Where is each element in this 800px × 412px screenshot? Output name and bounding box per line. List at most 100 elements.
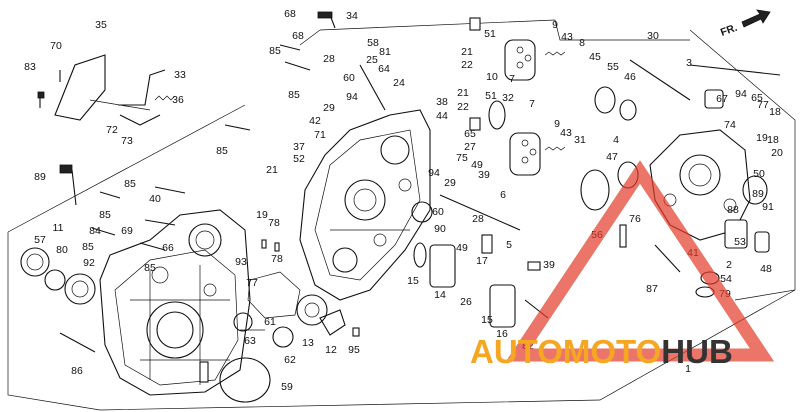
part-number-label: 72	[106, 124, 118, 136]
part-number-label: 93	[235, 256, 247, 268]
gaskets	[240, 271, 346, 336]
watermark-logo: AUTOMOTOHUB	[470, 160, 775, 370]
part-number-label: 22	[461, 59, 473, 71]
arrow-right-icon	[741, 9, 771, 28]
part-number-label: 7	[509, 73, 515, 85]
part-number-label: 55	[607, 61, 619, 73]
part-number-label: 16	[496, 328, 508, 340]
part-number-label: 29	[444, 177, 456, 189]
part-number-label: 77	[757, 99, 769, 111]
part-number-label: 12	[325, 344, 337, 356]
part-number-label: 60	[343, 72, 355, 84]
part-number-label: 34	[346, 10, 358, 22]
part-number-label: 43	[561, 31, 573, 43]
left-case-cover	[99, 209, 251, 396]
part-number-label: 44	[436, 110, 448, 122]
part-number-label: 78	[271, 253, 283, 265]
part-number-label: 31	[574, 134, 586, 146]
part-number-label: 15	[481, 314, 493, 326]
watermark-triangle	[505, 160, 775, 362]
part-number-label: 29	[323, 102, 335, 114]
part-number-label: 85	[124, 178, 136, 190]
part-number-label: 61	[264, 316, 276, 328]
part-number-label: 83	[24, 61, 36, 73]
part-number-label: 42	[309, 115, 321, 127]
part-number-label: 17	[476, 255, 488, 267]
part-number-label: 20	[771, 147, 783, 159]
part-number-label: 36	[172, 94, 184, 106]
part-number-label: 38	[436, 96, 448, 108]
part-number-label: 52	[293, 153, 305, 165]
part-number-label: 62	[284, 354, 296, 366]
part-number-label: 59	[281, 381, 293, 393]
watermark-text-b: HUB	[661, 333, 733, 370]
part-number-label: 43	[560, 127, 572, 139]
part-number-label: 86	[71, 365, 83, 377]
part-number-label: 19	[756, 132, 768, 144]
part-number-label: 91	[762, 201, 774, 213]
part-number-label: 94	[735, 88, 747, 100]
part-number-label: 21	[266, 164, 278, 176]
shafts	[439, 59, 781, 273]
part-number-label: 60	[432, 206, 444, 218]
part-number-label: 69	[121, 225, 133, 237]
direction-marker-label: FR.	[719, 22, 739, 39]
part-number-label: 8	[579, 37, 585, 49]
part-number-label: 40	[149, 193, 161, 205]
part-number-label: 49	[471, 159, 483, 171]
part-number-label: 68	[292, 30, 304, 42]
pump-components	[469, 17, 637, 176]
part-number-label: 73	[121, 135, 133, 147]
part-number-label: 28	[323, 53, 335, 65]
part-number-label: 1	[685, 363, 691, 375]
part-number-label: 81	[379, 46, 391, 58]
part-number-label: 26	[460, 296, 472, 308]
part-number-label: 54	[720, 273, 732, 285]
part-number-label: 13	[302, 337, 314, 349]
part-number-label: 9	[554, 118, 560, 130]
part-number-label: 39	[543, 259, 555, 271]
front-direction-marker: FR.	[719, 9, 771, 39]
part-number-label: 65	[751, 92, 763, 104]
part-number-label: 22	[457, 101, 469, 113]
part-number-label: 5	[506, 239, 512, 251]
part-number-label: 65	[464, 128, 476, 140]
part-number-label: 84	[89, 225, 101, 237]
part-number-label: 68	[284, 8, 296, 20]
part-number-label: 6	[500, 189, 506, 201]
part-number-label: 85	[82, 241, 94, 253]
part-number-label: 63	[244, 335, 256, 347]
part-number-label: 74	[724, 119, 736, 131]
svg-text:AUTOMOTOHUB: AUTOMOTOHUB	[470, 333, 733, 370]
part-number-label: 4	[613, 134, 619, 146]
part-number-label: 48	[760, 263, 772, 275]
part-number-label: 25	[366, 54, 378, 66]
part-number-label: 89	[752, 188, 764, 200]
part-number-label: 49	[456, 242, 468, 254]
part-number-label: 85	[99, 209, 111, 221]
part-number-label: 39	[478, 169, 490, 181]
part-number-label: 45	[589, 51, 601, 63]
part-number-label: 24	[393, 77, 405, 89]
part-number-label: 94	[346, 91, 358, 103]
part-number-label: 51	[485, 90, 497, 102]
part-number-label: 19	[256, 209, 268, 221]
part-number-label: 30	[647, 30, 659, 42]
part-number-label: 28	[472, 213, 484, 225]
assembly-outline	[7, 19, 796, 411]
part-number-label: 75	[456, 152, 468, 164]
part-number-label: 90	[434, 223, 446, 235]
part-number-label: 18	[769, 106, 781, 118]
part-number-label: 57	[34, 234, 46, 246]
small-parts	[199, 224, 627, 383]
part-number-label: 53	[734, 236, 746, 248]
part-number-label: 47	[606, 151, 618, 163]
part-number-label: 10	[486, 71, 498, 83]
part-number-label: 77	[246, 277, 258, 289]
part-number-label: 66	[162, 242, 174, 254]
part-number-label: 32	[502, 92, 514, 104]
part-number-label: 11	[53, 222, 64, 234]
part-number-label: 7	[529, 98, 535, 110]
